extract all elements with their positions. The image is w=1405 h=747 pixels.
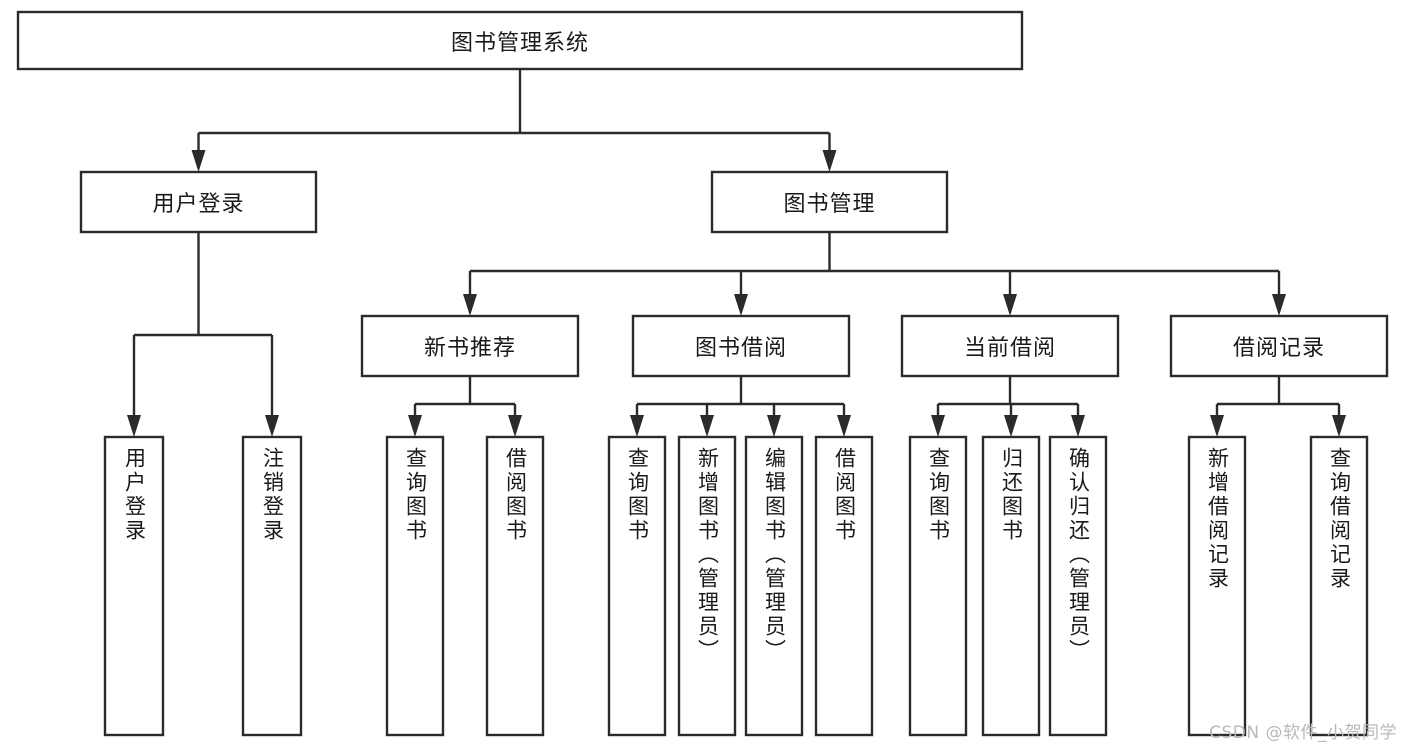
node-box-新增借阅记录-leaf-1-3-0[interactable]	[1187, 435, 1247, 737]
node-box-查询借阅记录-leaf-1-3-1[interactable]	[1309, 435, 1369, 737]
arrow-l2-1-2	[1003, 294, 1017, 316]
arrow-l3-1-2-1	[1004, 415, 1018, 437]
arrow-l2-1-3	[1272, 294, 1286, 316]
arrow-l2-1-1	[734, 294, 748, 316]
node-box-新书推荐-l3-1-0[interactable]	[360, 314, 580, 378]
arrow-l3-1-2-2	[1071, 415, 1085, 437]
arrow-l3-1-3-1	[1332, 415, 1346, 437]
node-box-查询图书-leaf-1-2-0[interactable]	[908, 435, 968, 737]
node-box-查询图书-leaf-1-1-0[interactable]	[607, 435, 667, 737]
node-boxes-layer	[16, 10, 1389, 737]
arrow-l3-1-1-2	[767, 415, 781, 437]
arrow-l3-1-0-1	[508, 415, 522, 437]
arrow-root-1	[822, 150, 837, 172]
node-box-用户登录-l3-0-0[interactable]	[103, 435, 165, 737]
arrow-l3-1-0-0	[408, 415, 422, 437]
node-box-图书借阅-l3-1-1[interactable]	[631, 314, 851, 378]
node-box-归还图书-leaf-1-2-1[interactable]	[981, 435, 1041, 737]
node-box-用户登录-l2-0[interactable]	[79, 170, 318, 234]
arrow-l2-0-1	[265, 415, 279, 437]
arrow-l3-1-1-0	[630, 415, 644, 437]
arrow-l2-0-0	[127, 415, 141, 437]
arrow-l3-1-3-0	[1210, 415, 1224, 437]
node-box-借阅图书-leaf-1-1-3[interactable]	[814, 435, 874, 737]
arrow-root-0	[191, 150, 206, 172]
node-box-借阅记录-l3-1-3[interactable]	[1169, 314, 1389, 378]
node-box-编辑图书管理员-leaf-1-1-2[interactable]	[744, 435, 804, 737]
node-box-借阅图书-leaf-1-0-1[interactable]	[485, 435, 545, 737]
node-box-确认归还管理员-leaf-1-2-2[interactable]	[1048, 435, 1108, 737]
connectors-layer	[127, 69, 1346, 437]
node-box-查询图书-leaf-1-0-0[interactable]	[385, 435, 445, 737]
node-box-注销登录-l3-0-1[interactable]	[241, 435, 303, 737]
arrow-l3-1-1-1	[700, 415, 714, 437]
arrow-l2-1-0	[463, 294, 477, 316]
node-box-新增图书管理员-leaf-1-1-1[interactable]	[677, 435, 737, 737]
arrow-l3-1-1-3	[837, 415, 851, 437]
node-box-图书管理-l2-1[interactable]	[710, 170, 949, 234]
node-box-图书管理系统-root[interactable]	[16, 10, 1024, 71]
arrow-l3-1-2-0	[931, 415, 945, 437]
node-box-当前借阅-l3-1-2[interactable]	[900, 314, 1120, 378]
